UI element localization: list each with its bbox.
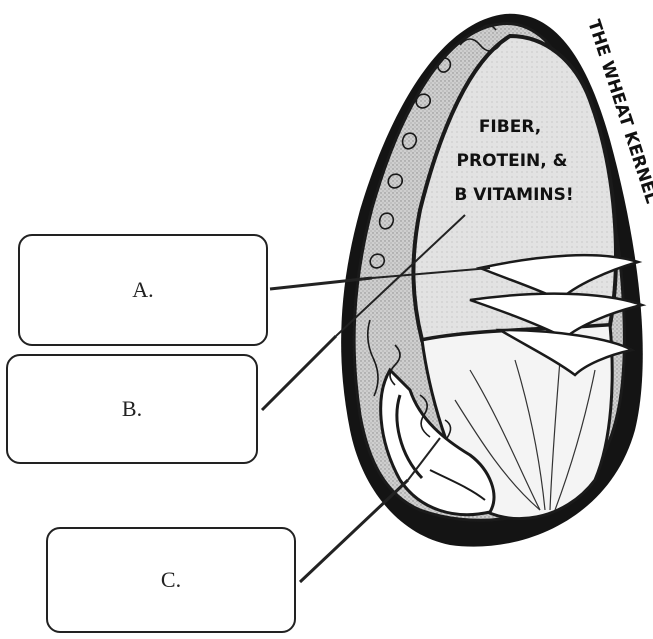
leader-line-b [262, 336, 336, 410]
label-c-text: C. [161, 567, 181, 593]
label-a-text: A. [132, 277, 153, 303]
label-box-b[interactable]: B. [6, 354, 258, 464]
leader-line-c [300, 480, 408, 582]
label-b-text: B. [122, 396, 142, 422]
center-note-line-3: B VITAMINS! [454, 185, 573, 205]
center-note-line-2: PROTEIN, & [457, 151, 568, 171]
center-note-line-1: FIBER, [479, 117, 541, 137]
label-box-a[interactable]: A. [18, 234, 268, 346]
label-box-c[interactable]: C. [46, 527, 296, 633]
